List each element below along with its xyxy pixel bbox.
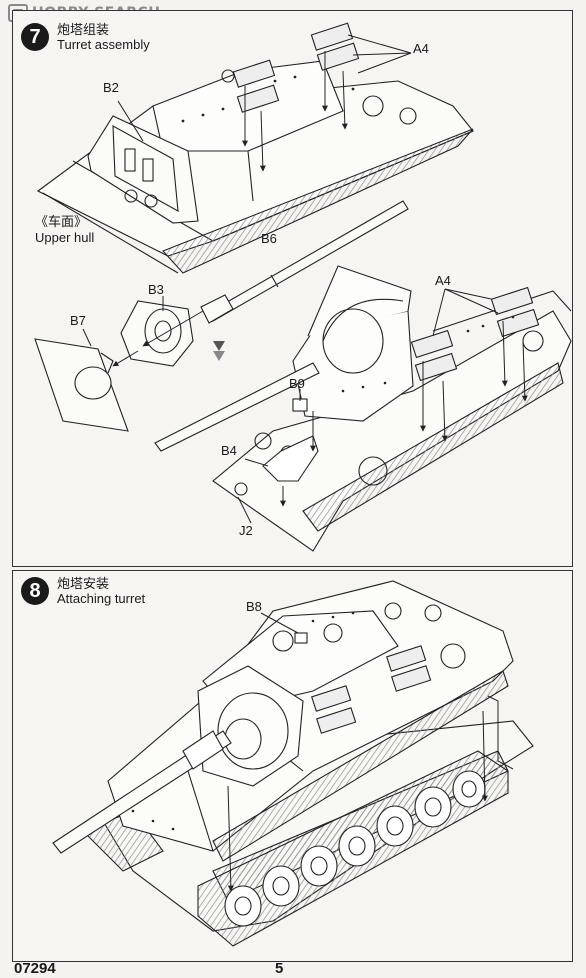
part-label-b4: B4: [221, 443, 237, 458]
step-8-leaders: [227, 612, 514, 892]
direction-arrow-icon: [213, 341, 225, 361]
part-label-j2: J2: [239, 523, 253, 538]
step-8-illustration: [52, 580, 534, 947]
step-7-title-en: Turret assembly: [57, 37, 150, 52]
part-label-b8: B8: [246, 599, 262, 614]
b3-b7-leaders: [82, 296, 204, 367]
part-label-b2: B2: [103, 80, 119, 95]
part-label-b9: B9: [289, 376, 305, 391]
kit-number: 07294: [14, 960, 56, 977]
step-7-title: 炮塔组装 Turret assembly: [57, 22, 150, 52]
step-7-badge: 7: [21, 23, 49, 51]
gun-mantlet-plate-b7: [34, 338, 129, 432]
gun-barrel-b6: [200, 200, 409, 324]
step-7-title-cn: 炮塔组装: [57, 22, 110, 37]
part-label-b7: B7: [70, 313, 86, 328]
step-8-title-en: Attaching turret: [57, 591, 146, 606]
step-7-leaders: [237, 288, 528, 524]
page-footer: 07294 5: [0, 960, 586, 978]
step-7-illustration: [34, 22, 572, 552]
upper-hull-assembled: [52, 580, 514, 862]
a4-top-leaders: [117, 34, 412, 172]
step-8-panel: 8 炮塔安装 Attaching turret B8: [12, 570, 573, 962]
step-7-panel: 7 炮塔组装 Turret assembly A4 B2 B6 B3 B7 A4…: [12, 10, 573, 567]
upper-hull-label-cn: 《车面》: [35, 214, 88, 229]
part-label-a4-right: A4: [435, 273, 451, 288]
upper-hull-label: 《车面》 Upper hull: [35, 214, 94, 246]
part-label-a4-top: A4: [413, 41, 429, 56]
page-number: 5: [275, 960, 284, 977]
upper-hull-bottom: [154, 265, 572, 552]
step-8-badge: 8: [21, 577, 49, 605]
step-8-title: 炮塔安装 Attaching turret: [57, 576, 145, 606]
upper-hull-top: [36, 22, 474, 274]
step-8-title-cn: 炮塔安装: [57, 576, 110, 591]
upper-hull-label-en: Upper hull: [35, 230, 95, 245]
part-label-b3: B3: [148, 282, 164, 297]
part-label-b6: B6: [261, 231, 277, 246]
mantlet-b3: [120, 300, 194, 367]
